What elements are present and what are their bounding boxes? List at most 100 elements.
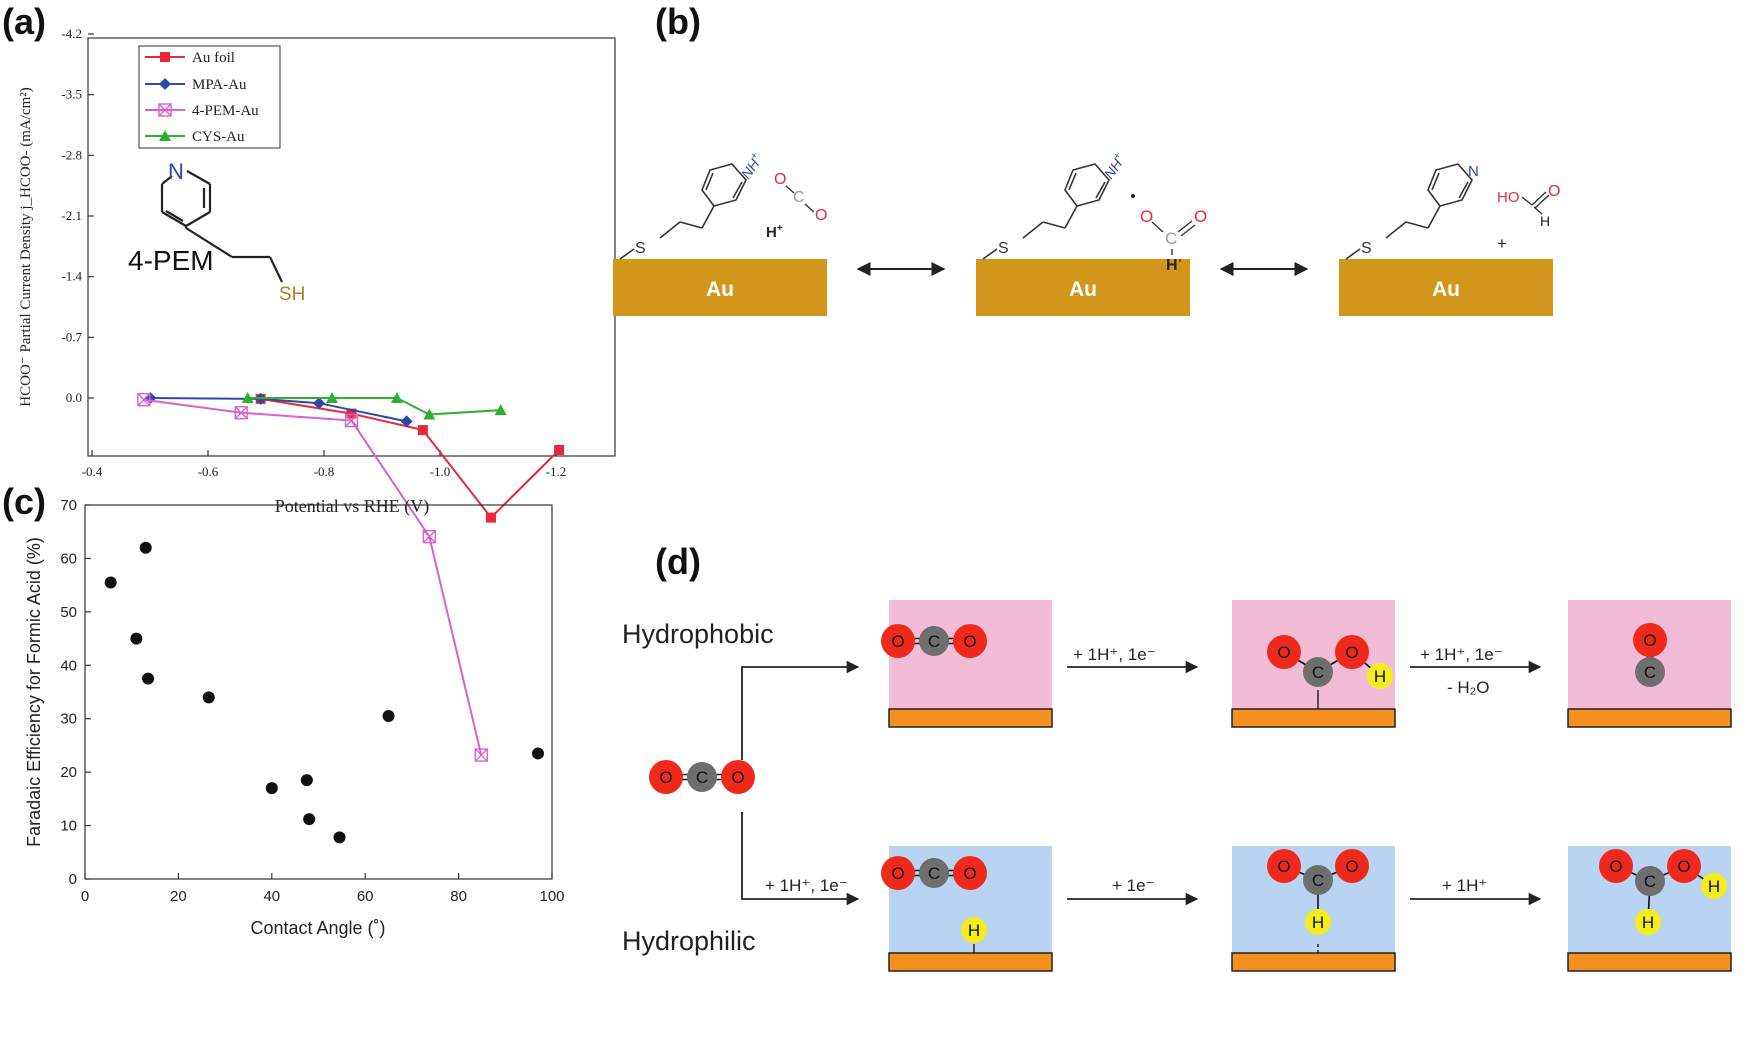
scatter-point [333,831,346,844]
chart-a-x-tick-label: -1.0 [430,464,451,479]
scatter-point [303,813,316,826]
chart-c-y-tick-label: 70 [60,497,77,514]
atom-h [1635,909,1661,935]
pyridinium-thiol-2: S NH+ O C O H [982,150,1207,274]
scheme-b: Au Au Au S NH+ O C O [613,150,1560,316]
atom-o [953,856,987,890]
legend-entry-4-pem-au: 4-PEM-Au [145,103,259,119]
legend-label-au-foil: Au foil [192,50,235,66]
chart-c-x-tick-label: 60 [357,888,374,905]
atom-o [1633,623,1667,657]
scatter-point [300,774,313,787]
chart-c-xlabel: Contact Angle (˚) [250,918,385,938]
atom-o [1335,635,1369,669]
au-label-3: Au [1432,278,1460,301]
chart-a-y-tick-label: -3.5 [61,87,82,102]
atom-label: O [963,864,976,883]
inset-4-pem-molecule: N SH 4-PEM [128,159,305,305]
legend-entry-cys-au: CYS-Au [145,129,245,145]
inset-molecule-name: 4-PEM [128,245,214,276]
atom-label: O [891,632,904,651]
atom-o [881,856,915,890]
scatter-point [202,691,215,704]
step-label-top-2-sub: - H₂O [1447,678,1489,697]
radical-dot [1131,194,1135,198]
chart-c-x-tick-label: 40 [263,888,280,905]
proton-h-plus: H+ [766,223,783,241]
atom-label: H [1374,667,1386,686]
chart-a-y-tick-label: -4.2 [61,26,82,41]
legend-marker-diamond [159,78,171,90]
formic-acid-b: HO O H [1497,183,1560,229]
surface-bar [1231,952,1396,972]
step-label-top-1: + 1H⁺, 1e⁻ [1073,645,1156,664]
scatter-point [531,747,544,760]
atom-c [919,626,949,656]
sulfur-atom: S [1361,240,1372,257]
svg-text:O: O [1548,183,1560,200]
step-label-bottom-0: + 1H⁺, 1e⁻ [765,876,848,895]
atom-label: C [696,768,708,787]
atom-label: O [1345,643,1358,662]
chart-a-y-tick-label: 0.0 [66,390,82,405]
atom-label: O [1277,857,1290,876]
legend-entry-mpa-au: MPA-Au [145,77,247,93]
branch-arrow-hydrophilic [741,812,860,906]
atom-label: C [1312,663,1324,682]
svg-text:H: H [1166,257,1178,274]
surface-bar [1567,708,1732,728]
chart-c-ylabel: Faradaic Efficiency for Formic Acid (%) [24,537,44,847]
data-point [422,529,437,544]
co2-molecule-b: O C O [774,171,827,224]
atom-o [1267,635,1301,669]
atom-o [1599,849,1633,883]
data-point [344,413,359,428]
au-block-3 [1339,259,1553,316]
atom-h [961,917,987,943]
step-label-bottom-2: + 1H⁺ [1442,876,1487,895]
chart-c-y-tick-label: 10 [60,818,77,835]
chart-c-x-tick-label: 100 [539,888,564,905]
svg-text:O: O [774,171,786,188]
atom-label: C [1312,871,1324,890]
svg-text:C: C [793,189,805,206]
sulfur-atom: S [635,240,646,257]
au-block-1 [613,259,827,316]
data-point [326,392,339,403]
atom-c [1635,866,1665,896]
chart-a-legend: Au foil MPA-Au 4-PEM-Au CYS-Au [138,45,281,149]
chart-c-y-tick-label: 0 [69,871,77,888]
atom-o [1267,849,1301,883]
scatter-point [142,672,155,685]
surface-bar [1231,708,1396,728]
chart-a-ylabel: HCOO⁻ Partial Current Density j_HCOO- (m… [18,87,34,406]
atom-label: O [731,768,744,787]
hydrophilic-label: Hydrophilic [622,926,756,956]
chart-a: -0.4-0.6-0.8-1.0-1.20.0-0.7-1.4-2.1-2.8-… [18,26,616,762]
atom-c [687,762,717,792]
step-label-top-2: + 1H⁺, 1e⁻ [1420,645,1503,664]
chart-a-x-tick-label: -1.2 [546,464,567,479]
plus-sign: + [1497,234,1507,253]
atom-label: O [1345,857,1358,876]
atom-label: O [1277,643,1290,662]
atom-h [1701,873,1727,899]
atom-label: H [1708,877,1720,896]
scatter-point [130,632,143,645]
step-label-bottom-1: + 1e⁻ [1112,876,1155,895]
chart-c-x-tick-label: 80 [450,888,467,905]
atom-label: H [1312,913,1324,932]
chart-c-y-tick-label: 20 [60,764,77,781]
atom-label: C [928,632,940,651]
atom-o [881,624,915,658]
data-point [390,392,403,403]
chart-c-y-tick-label: 60 [60,550,77,567]
data-point [423,408,436,420]
pyridine-ring [160,170,283,283]
nh-plus-group: NH+ [1100,150,1129,181]
atom-o [953,624,987,658]
scatter-point [104,576,117,589]
